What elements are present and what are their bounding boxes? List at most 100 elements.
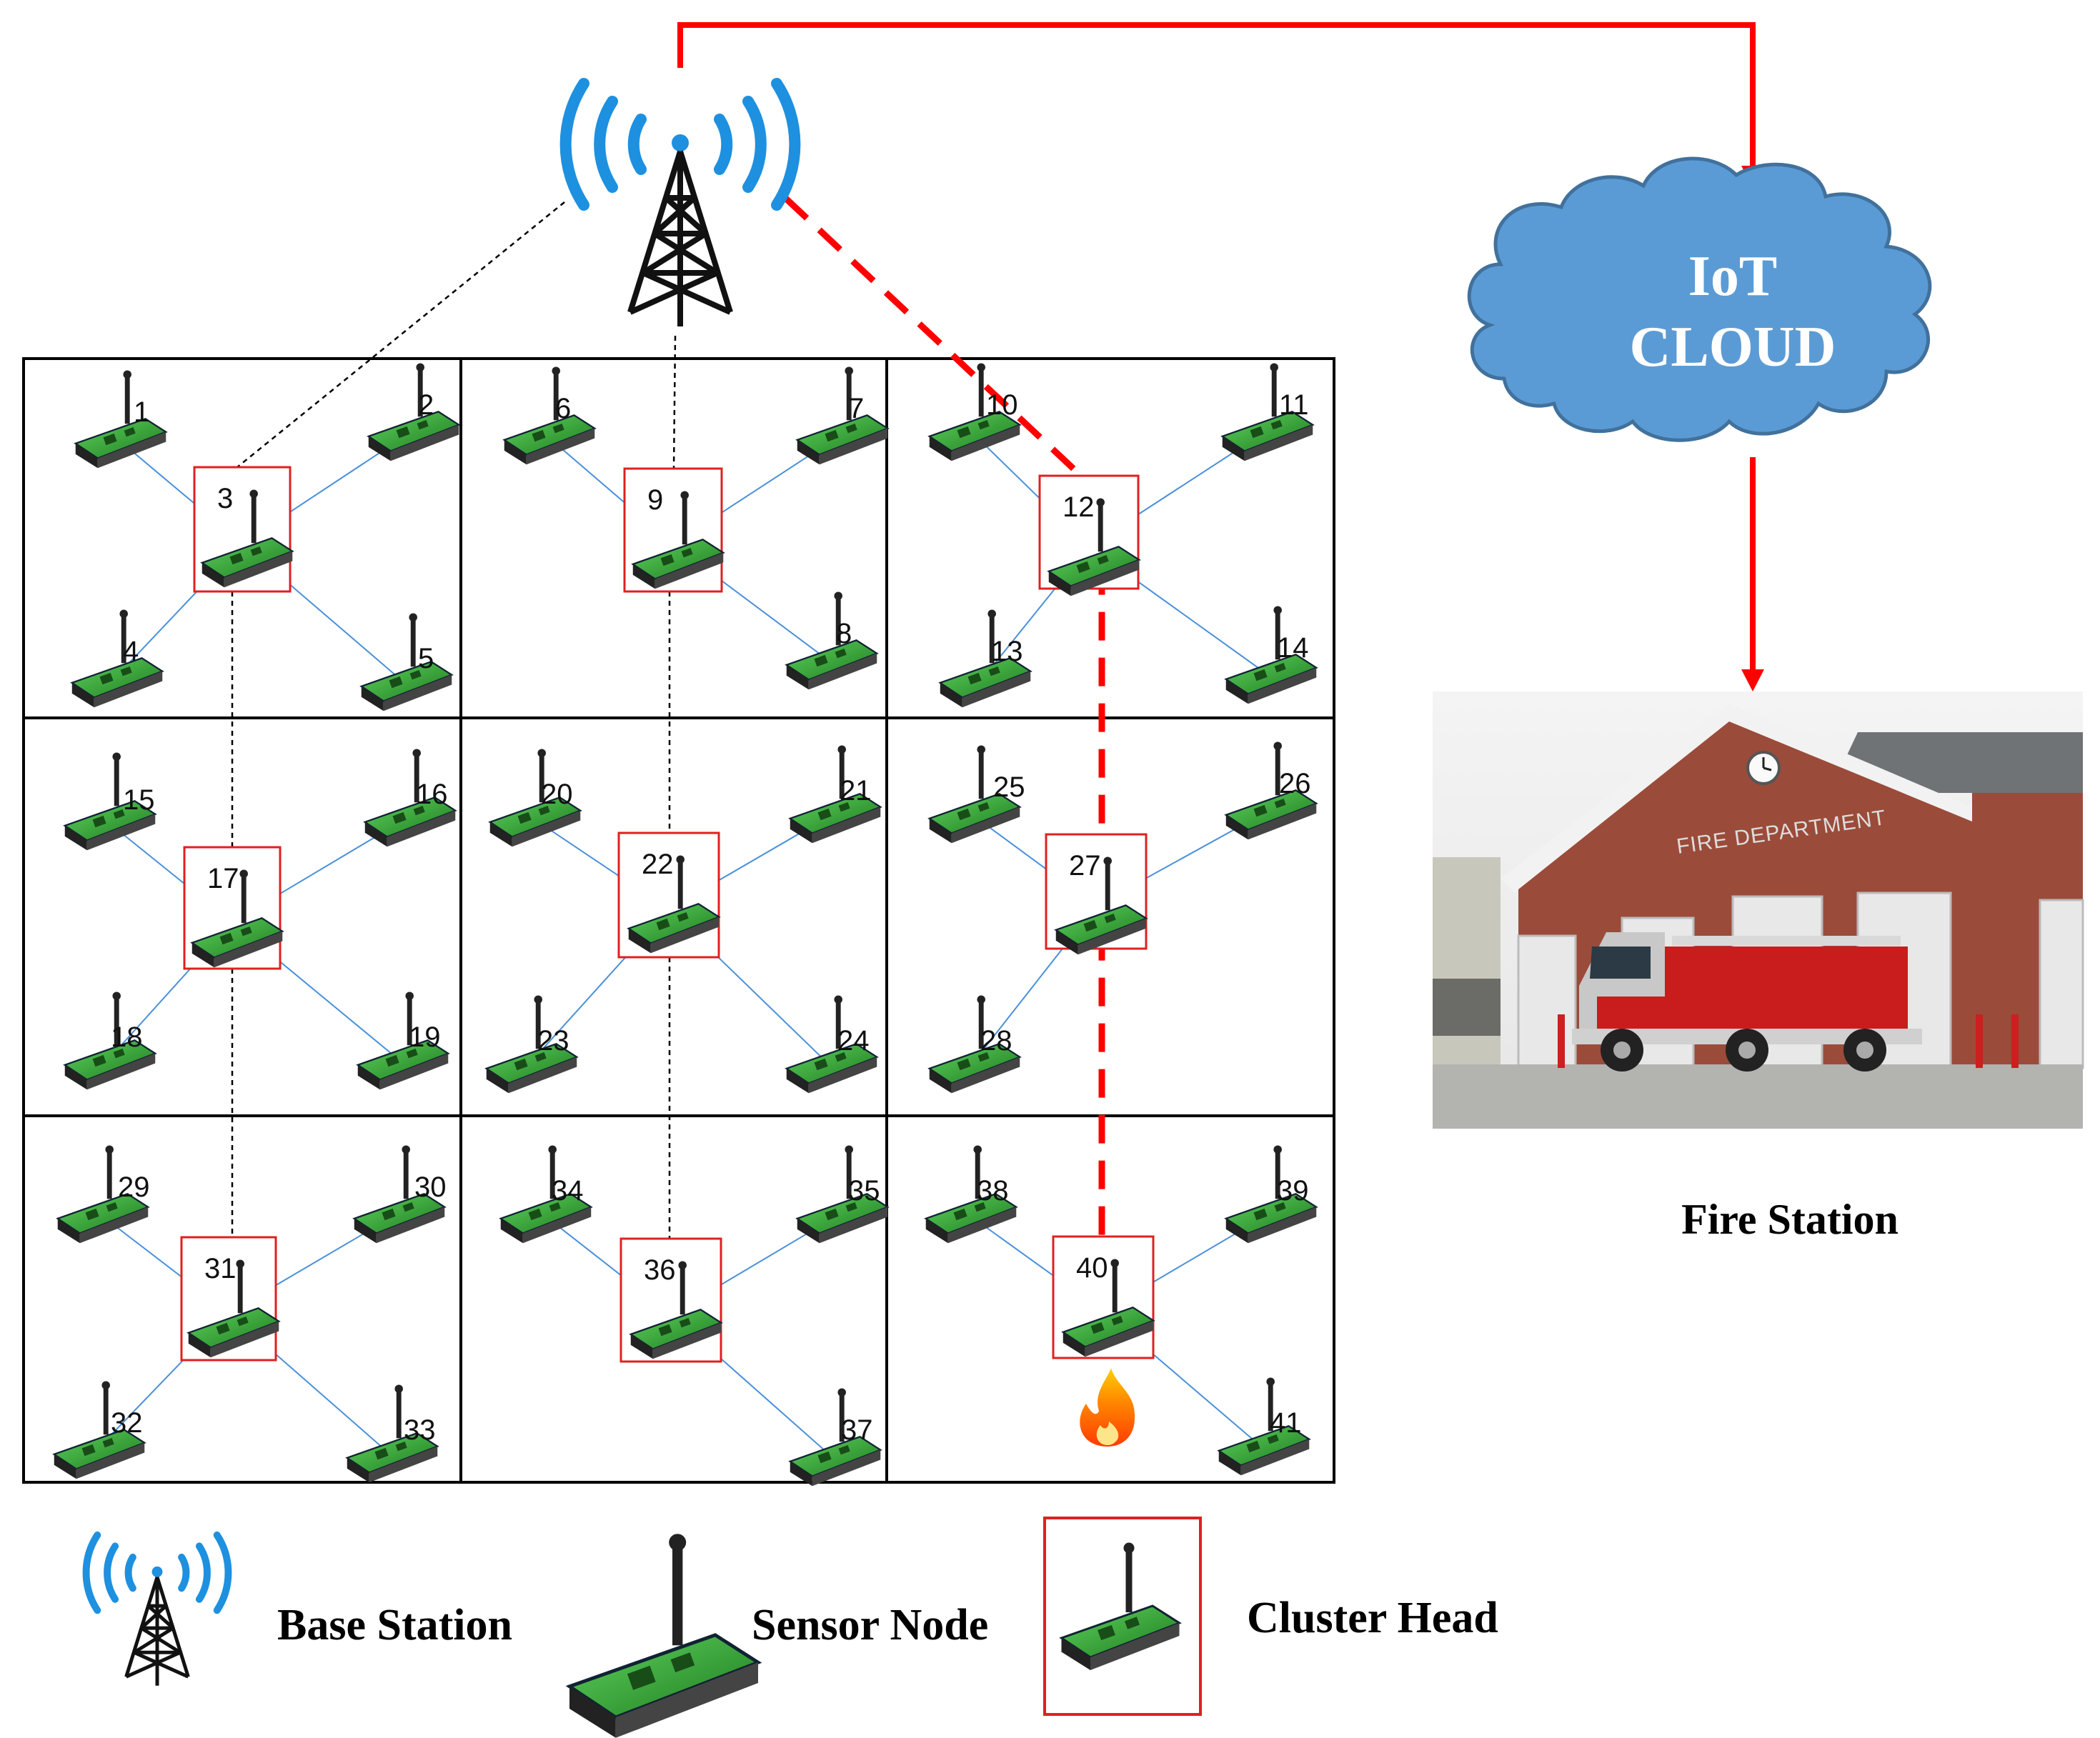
sensor-node-35: 35 <box>797 1145 888 1243</box>
sensor-node-30: 30 <box>354 1145 447 1243</box>
legend-sensor-node-icon <box>569 1534 758 1738</box>
sensor-node-38: 38 <box>926 1145 1017 1243</box>
sensor-node-20: 20 <box>490 749 581 846</box>
sensor-node-label: 34 <box>552 1175 584 1207</box>
sensor-node-32: 32 <box>54 1381 145 1479</box>
multihop-link <box>672 335 677 469</box>
sensor-node-label: 38 <box>977 1175 1009 1207</box>
sensor-node-34: 34 <box>501 1145 592 1243</box>
sensor-node-icon <box>72 609 163 707</box>
cluster-head-label: 27 <box>1069 850 1101 882</box>
cloud-label-line2: CLOUD <box>1630 316 1836 379</box>
sensor-node-16: 16 <box>365 749 456 846</box>
sensor-node-21: 21 <box>790 745 881 843</box>
sensor-node-5: 5 <box>362 613 452 711</box>
base-station-tower <box>559 78 801 326</box>
sensor-field-grid <box>22 357 1335 1484</box>
sensor-node-1: 1 <box>76 370 166 468</box>
sensor-node-8: 8 <box>787 591 877 689</box>
sensor-node-label: 13 <box>991 636 1023 667</box>
cluster-head-label: 40 <box>1076 1252 1108 1284</box>
sensor-node-label: 23 <box>537 1025 569 1057</box>
sensor-node-label: 11 <box>1279 389 1309 421</box>
sensor-node-label: 28 <box>980 1025 1012 1057</box>
sensor-node-label: 25 <box>993 771 1025 803</box>
sensor-node-label: 14 <box>1277 632 1309 664</box>
cluster-head-label: 12 <box>1063 491 1095 523</box>
sensor-node-label: 29 <box>118 1172 150 1203</box>
sensor-node-37: 37 <box>790 1388 881 1486</box>
sensor-node-41: 41 <box>1219 1377 1310 1475</box>
sensor-node-label: 32 <box>111 1407 143 1439</box>
sensor-node-icon <box>362 613 452 711</box>
cluster-head-label: 36 <box>644 1254 676 1286</box>
cluster-head-17: 17 <box>183 846 282 969</box>
sensor-node-26: 26 <box>1226 741 1317 839</box>
fire-truck-icon <box>1572 932 1922 1072</box>
cluster-head-label: 9 <box>647 484 663 516</box>
sensor-node-icon <box>504 366 595 464</box>
iot-cloud: IoT CLOUD <box>1467 156 1932 442</box>
sensor-node-label: 19 <box>409 1022 441 1053</box>
cluster-heads: 3 9 12 17 22 27 31 36 40 <box>180 466 1153 1363</box>
sensor-node-29: 29 <box>58 1145 150 1243</box>
sensor-node-15: 15 <box>65 752 156 850</box>
cluster-head-label: 22 <box>642 849 674 880</box>
cluster-head-12: 12 <box>1038 474 1139 596</box>
sensor-node-18: 18 <box>65 992 156 1089</box>
sensor-node-label: 4 <box>123 636 139 667</box>
sensor-node-28: 28 <box>930 995 1020 1093</box>
sensor-node-label: 15 <box>123 784 155 816</box>
sensor-node-2: 2 <box>369 363 459 461</box>
sensor-node-label: 24 <box>837 1025 870 1057</box>
sensor-node-label: 35 <box>848 1175 880 1207</box>
sensor-node-25: 25 <box>930 745 1025 843</box>
sensor-node-label: 26 <box>1279 768 1311 799</box>
sensor-node-label: 8 <box>836 618 852 649</box>
cluster-head-label: 31 <box>204 1253 237 1284</box>
sensor-node-10: 10 <box>930 363 1020 461</box>
sensor-node-label: 20 <box>541 779 573 810</box>
cluster-head-22: 22 <box>617 831 719 959</box>
sensor-node-icon <box>787 591 877 689</box>
sensor-node-39: 39 <box>1226 1145 1317 1243</box>
sensor-node-icon <box>76 370 166 468</box>
sensor-node-label: 39 <box>1277 1175 1309 1207</box>
cluster-head-27: 27 <box>1045 833 1146 954</box>
sensor-node-7: 7 <box>797 366 888 464</box>
legend-cluster-head-label: Cluster Head <box>1247 1594 1498 1642</box>
sensor-node-label: 30 <box>414 1172 447 1203</box>
signal-waves-icon <box>559 78 801 211</box>
sensor-node-label: 37 <box>841 1414 873 1446</box>
sensor-node-label: 10 <box>986 389 1018 421</box>
tower-icon <box>627 150 733 326</box>
sensor-node-icon <box>369 363 459 461</box>
legend-cluster-head-box <box>1043 1517 1202 1716</box>
legend: Base Station Sensor Node Cluster Head <box>82 1517 1498 1738</box>
sensor-node-24: 24 <box>787 995 877 1093</box>
fire-icon <box>1080 1368 1135 1447</box>
sensor-node-label: 41 <box>1270 1407 1302 1439</box>
sensor-node-label: 21 <box>840 775 872 806</box>
legend-base-station-icon <box>82 1531 232 1686</box>
sensor-node-label: 18 <box>111 1022 143 1053</box>
sensor-node-icon <box>797 366 888 464</box>
legend-sensor-node-label: Sensor Node <box>752 1601 988 1649</box>
sensor-node-13: 13 <box>940 609 1031 707</box>
sensor-node-11: 11 <box>1223 363 1313 461</box>
sensor-node-label: 7 <box>848 393 864 424</box>
sensor-node-label: 33 <box>404 1414 436 1446</box>
sensor-node-19: 19 <box>358 992 449 1089</box>
sensor-node-14: 14 <box>1226 606 1317 704</box>
cluster-head-3: 3 <box>193 466 292 593</box>
legend-base-station-label: Base Station <box>277 1601 512 1649</box>
cluster-head-label: 17 <box>207 863 239 894</box>
multihop-links-dotted <box>231 201 677 1239</box>
cluster-head-31: 31 <box>180 1236 279 1362</box>
sensor-node-label: 6 <box>555 393 571 424</box>
sensor-node-label: 2 <box>418 389 434 421</box>
fire-station-image: FIRE DEPARTMENT <box>1433 691 2084 1129</box>
cloud-label-line1: IoT <box>1688 245 1778 308</box>
sensor-node-23: 23 <box>487 995 577 1093</box>
